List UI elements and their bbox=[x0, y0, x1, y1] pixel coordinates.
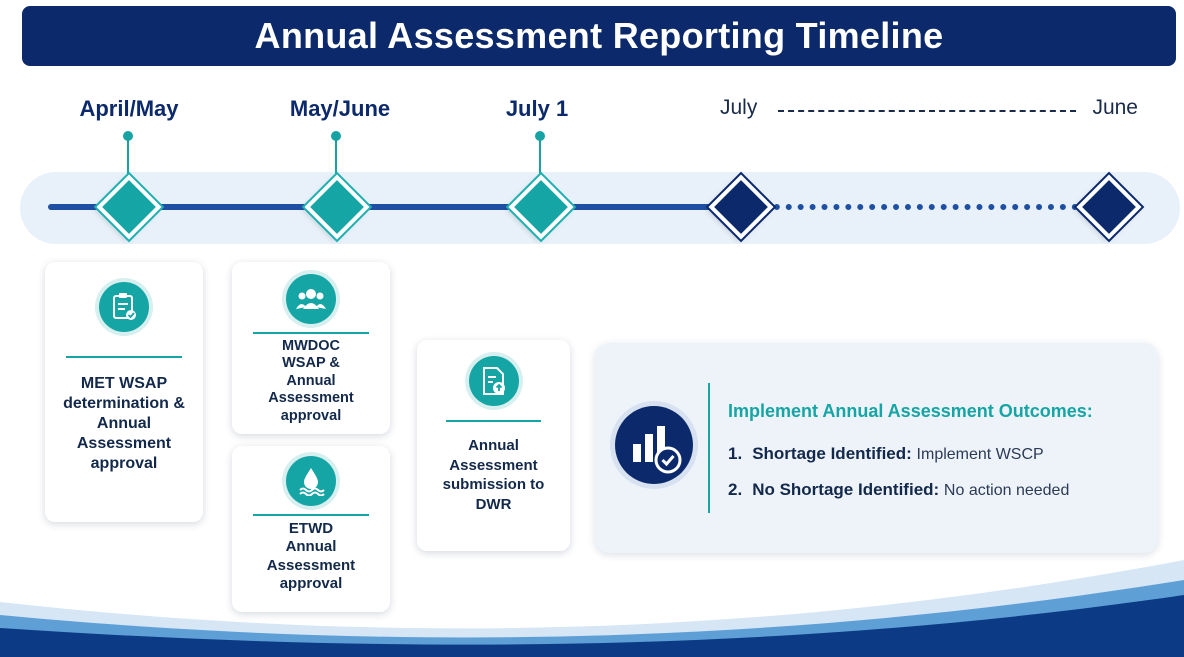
card-text-etwd: ETWD Annual Assessment approval bbox=[259, 520, 363, 593]
card-text-line: ETWD bbox=[288, 520, 334, 537]
outcome-item-2: 2. No Shortage Identified: No action need… bbox=[728, 480, 1069, 500]
outcome-label: No Shortage Identified: bbox=[752, 480, 940, 499]
range-end-label: June bbox=[1092, 96, 1138, 119]
people-group-icon bbox=[286, 274, 336, 324]
card-text-line: Annual bbox=[285, 538, 337, 556]
card-text-line: WSAP & bbox=[282, 355, 340, 372]
outcome-description: Implement WSCP bbox=[916, 446, 1044, 463]
card-text-line: submission to bbox=[442, 476, 545, 493]
card-divider bbox=[252, 514, 370, 516]
range-dashed-line bbox=[778, 110, 1076, 112]
timeline-label-july-1: July 1 bbox=[505, 96, 569, 121]
card-divider bbox=[446, 420, 541, 422]
card-text-line: DWR bbox=[475, 495, 512, 513]
clipboard-check-icon bbox=[99, 282, 149, 332]
card-text-line: Assessment bbox=[268, 390, 354, 407]
card-text-line: Annual bbox=[286, 372, 336, 389]
card-text-dwr: Annual Assessment submission to DWR bbox=[435, 436, 553, 514]
timeline-range: July June bbox=[720, 96, 1138, 126]
card-met-wsap: MET WSAP determination & Annual Assessme… bbox=[45, 262, 203, 522]
card-text-line: MWDOC bbox=[282, 338, 340, 354]
outcomes-title: Implement Annual Assessment Outcomes: bbox=[728, 401, 1093, 421]
range-start-label: July bbox=[720, 96, 758, 119]
stem bbox=[539, 136, 541, 176]
outcome-item-1: 1. Shortage Identified: Implement WSCP bbox=[728, 444, 1044, 464]
panel-divider bbox=[708, 383, 710, 513]
water-drop-icon bbox=[286, 456, 336, 506]
timeline-label-may-june: May/June bbox=[289, 96, 391, 121]
card-divider bbox=[252, 332, 370, 334]
stem bbox=[127, 136, 129, 176]
document-upload-icon bbox=[468, 356, 519, 406]
card-text-line: approval bbox=[280, 407, 342, 424]
outcome-description: No action needed bbox=[943, 482, 1070, 499]
timeline-dotted-line bbox=[750, 204, 1090, 210]
outcome-number: 2. bbox=[728, 480, 743, 499]
title-banner: Annual Assessment Reporting Timeline bbox=[22, 6, 1176, 66]
stem bbox=[335, 136, 337, 176]
timeline-label-april-may: April/May bbox=[79, 96, 179, 121]
card-text-met: MET WSAP determination & Annual Assessme… bbox=[63, 375, 185, 472]
page-title: Annual Assessment Reporting Timeline bbox=[254, 15, 944, 56]
card-text-line: approval bbox=[279, 574, 343, 592]
timeline-solid-line bbox=[48, 204, 748, 210]
decorative-wave bbox=[0, 560, 1184, 657]
bar-chart-check-icon bbox=[615, 406, 693, 484]
card-etwd: ETWD Annual Assessment approval bbox=[232, 446, 390, 612]
card-dwr-submission: Annual Assessment submission to DWR bbox=[417, 340, 570, 551]
card-mwdoc: MWDOC WSAP & Annual Assessment approval bbox=[232, 262, 390, 434]
card-divider bbox=[65, 356, 183, 358]
outcomes-panel: Implement Annual Assessment Outcomes: 1.… bbox=[595, 343, 1158, 553]
outcome-label: Shortage Identified: bbox=[752, 444, 912, 463]
outcome-number: 1. bbox=[728, 444, 743, 463]
card-text-line: Assessment bbox=[449, 456, 538, 474]
card-text-mwdoc: MWDOC WSAP & Annual Assessment approval bbox=[260, 338, 361, 425]
card-text-line: Annual bbox=[468, 437, 519, 454]
card-text-line: Assessment bbox=[266, 556, 356, 574]
